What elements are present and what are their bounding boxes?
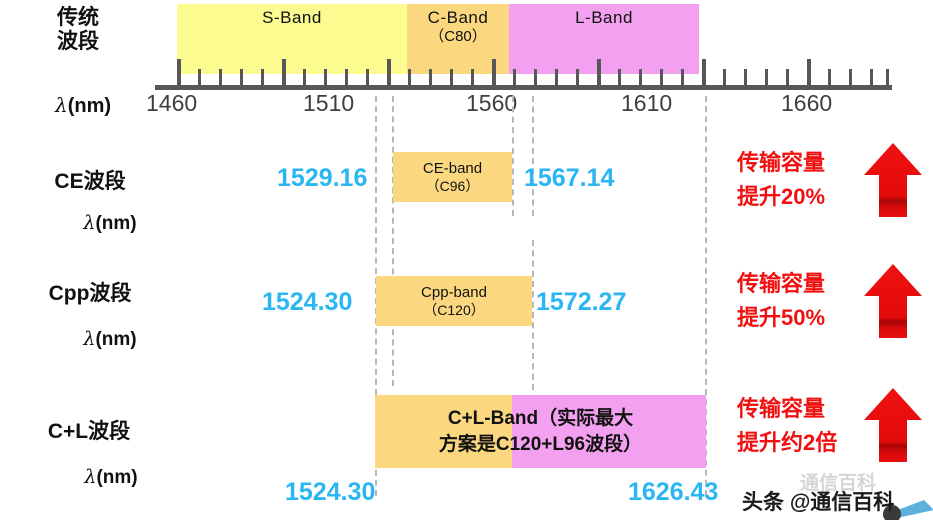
ce-capacity-callout: 传输容量 提升20% (737, 146, 825, 214)
ce-capacity-line2: 提升20% (737, 184, 826, 210)
guide-line-1572 (532, 96, 534, 216)
watermark-text: 头条 @通信百科 (742, 491, 895, 514)
cl-end-wavelength: 1626.43 (628, 478, 719, 506)
axis-tick-1460: 1460 (146, 90, 198, 116)
axis-unit-label: λ(nm) (55, 93, 111, 118)
cl-band-c-segment (375, 395, 512, 468)
ce-capacity-line1: 传输容量 (737, 150, 826, 175)
band-c-label: C-Band (427, 8, 489, 27)
cpp-up-arrow-icon (864, 264, 922, 338)
guide-line-1626 (705, 96, 707, 496)
band-l-label: L-Band (575, 8, 633, 27)
ce-up-arrow-icon (864, 143, 922, 217)
cpp-start-wavelength: 1524.30 (262, 288, 353, 316)
row-unit-text-ce: (nm) (95, 213, 137, 234)
cl-band-box-line2: 方案是C120+L96波段） (438, 433, 643, 455)
ce-band-box[interactable]: CE-band （C96） (393, 152, 512, 202)
axis-tick-1610: 1610 (621, 90, 673, 116)
band-s-label: S-Band (262, 8, 322, 27)
ce-start-wavelength: 1529.16 (277, 164, 368, 192)
cl-up-arrow-icon (864, 388, 922, 462)
axis-tick-1510: 1510 (303, 90, 355, 116)
watermark-swoosh-icon (882, 500, 933, 520)
cl-band-box-line1: C+L-Band（实际最大 (447, 407, 634, 429)
band-c[interactable]: C-Band （C80） (407, 4, 509, 74)
cl-capacity-callout: 传输容量 提升约2倍 (737, 392, 837, 460)
cl-band-l-segment (512, 395, 706, 468)
cpp-band-box-line2: （C120） (423, 301, 485, 318)
legacy-band-title-line1: 传统 (57, 6, 99, 29)
row-unit-text-cl: (nm) (96, 467, 138, 488)
cpp-capacity-callout: 传输容量 提升50% (737, 267, 825, 335)
cpp-end-wavelength: 1572.27 (536, 288, 627, 316)
lambda-symbol-cpp: λ (83, 328, 96, 350)
row-unit-text-cpp: (nm) (95, 329, 137, 350)
lambda-symbol: λ (55, 93, 68, 117)
cpp-capacity-line2: 提升50% (737, 305, 826, 331)
cl-capacity-line1: 传输容量 (737, 396, 826, 421)
row-unit-ce: λ(nm) (40, 212, 180, 235)
row-label-cl: C+L波段 (47, 420, 131, 443)
cpp-band-box-line1: Cpp-band (421, 283, 487, 301)
row-unit-cpp: λ(nm) (40, 328, 180, 351)
cl-band-box-text: C+L-Band（实际最大 方案是C120+L96波段） (375, 395, 706, 468)
row-unit-cl: λ(nm) (36, 466, 186, 489)
band-c-sublabel: （C80） (429, 27, 487, 45)
guide-line-1567 (512, 96, 514, 216)
ce-end-wavelength: 1567.14 (524, 164, 615, 192)
wavelength-axis-line (155, 85, 892, 90)
cl-start-wavelength: 1524.30 (285, 478, 376, 506)
legacy-band-title-line2: 波段 (57, 30, 99, 54)
lambda-symbol-cl: λ (84, 466, 97, 488)
guide-line-1529 (392, 96, 394, 386)
legacy-band-title: 传统 波段 (18, 6, 138, 54)
watermark-ghost: 通信百科 (800, 473, 877, 494)
row-label-ce: CE波段 (54, 170, 126, 193)
row-label-cpp: Cpp波段 (48, 282, 132, 305)
band-s[interactable]: S-Band (177, 4, 407, 74)
axis-unit-text: (nm) (67, 95, 112, 117)
ce-band-box-line2: （C96） (425, 177, 480, 194)
axis-tick-1660: 1660 (781, 90, 833, 116)
cl-capacity-line2: 提升约2倍 (737, 430, 838, 456)
cl-band-box[interactable]: C+L-Band（实际最大 方案是C120+L96波段） (375, 395, 706, 468)
guide-line-1572b (532, 240, 534, 390)
lambda-symbol-ce: λ (83, 212, 96, 234)
wavelength-axis-ticks (155, 59, 892, 85)
band-l[interactable]: L-Band (509, 4, 699, 74)
ce-band-box-line1: CE-band (422, 159, 483, 177)
cpp-capacity-line1: 传输容量 (737, 271, 826, 296)
axis-tick-1560: 1560 (466, 90, 518, 116)
cpp-band-box[interactable]: Cpp-band （C120） (376, 276, 532, 326)
